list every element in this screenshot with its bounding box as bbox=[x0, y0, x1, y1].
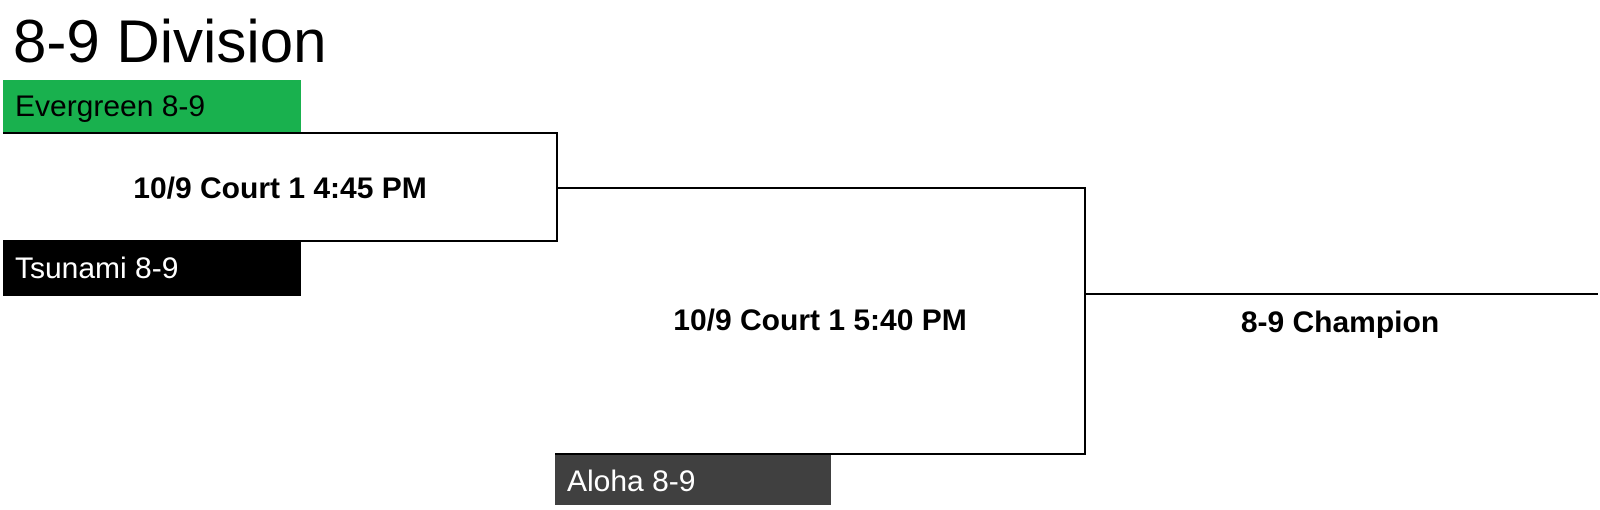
team-box-tsunami[interactable]: Tsunami 8-9 bbox=[3, 242, 301, 296]
division-title: 8-9 Division bbox=[13, 8, 327, 75]
team-box-evergreen[interactable]: Evergreen 8-9 bbox=[3, 80, 301, 134]
bracket-line-champion bbox=[1084, 293, 1598, 295]
bracket-line-r1-bottom bbox=[3, 240, 558, 242]
champion-label: 8-9 Champion bbox=[1240, 306, 1440, 339]
bracket-line-r2-top bbox=[556, 187, 1086, 189]
bracket-line-r1-top bbox=[3, 132, 558, 134]
game-label-2: 10/9 Court 1 5:40 PM bbox=[673, 304, 967, 337]
bracket-line-r2-vertical bbox=[1084, 187, 1086, 455]
bracket-line-r2-bottom bbox=[555, 453, 1086, 455]
team-box-aloha[interactable]: Aloha 8-9 bbox=[555, 454, 831, 505]
game-label-1: 10/9 Court 1 4:45 PM bbox=[133, 172, 427, 205]
